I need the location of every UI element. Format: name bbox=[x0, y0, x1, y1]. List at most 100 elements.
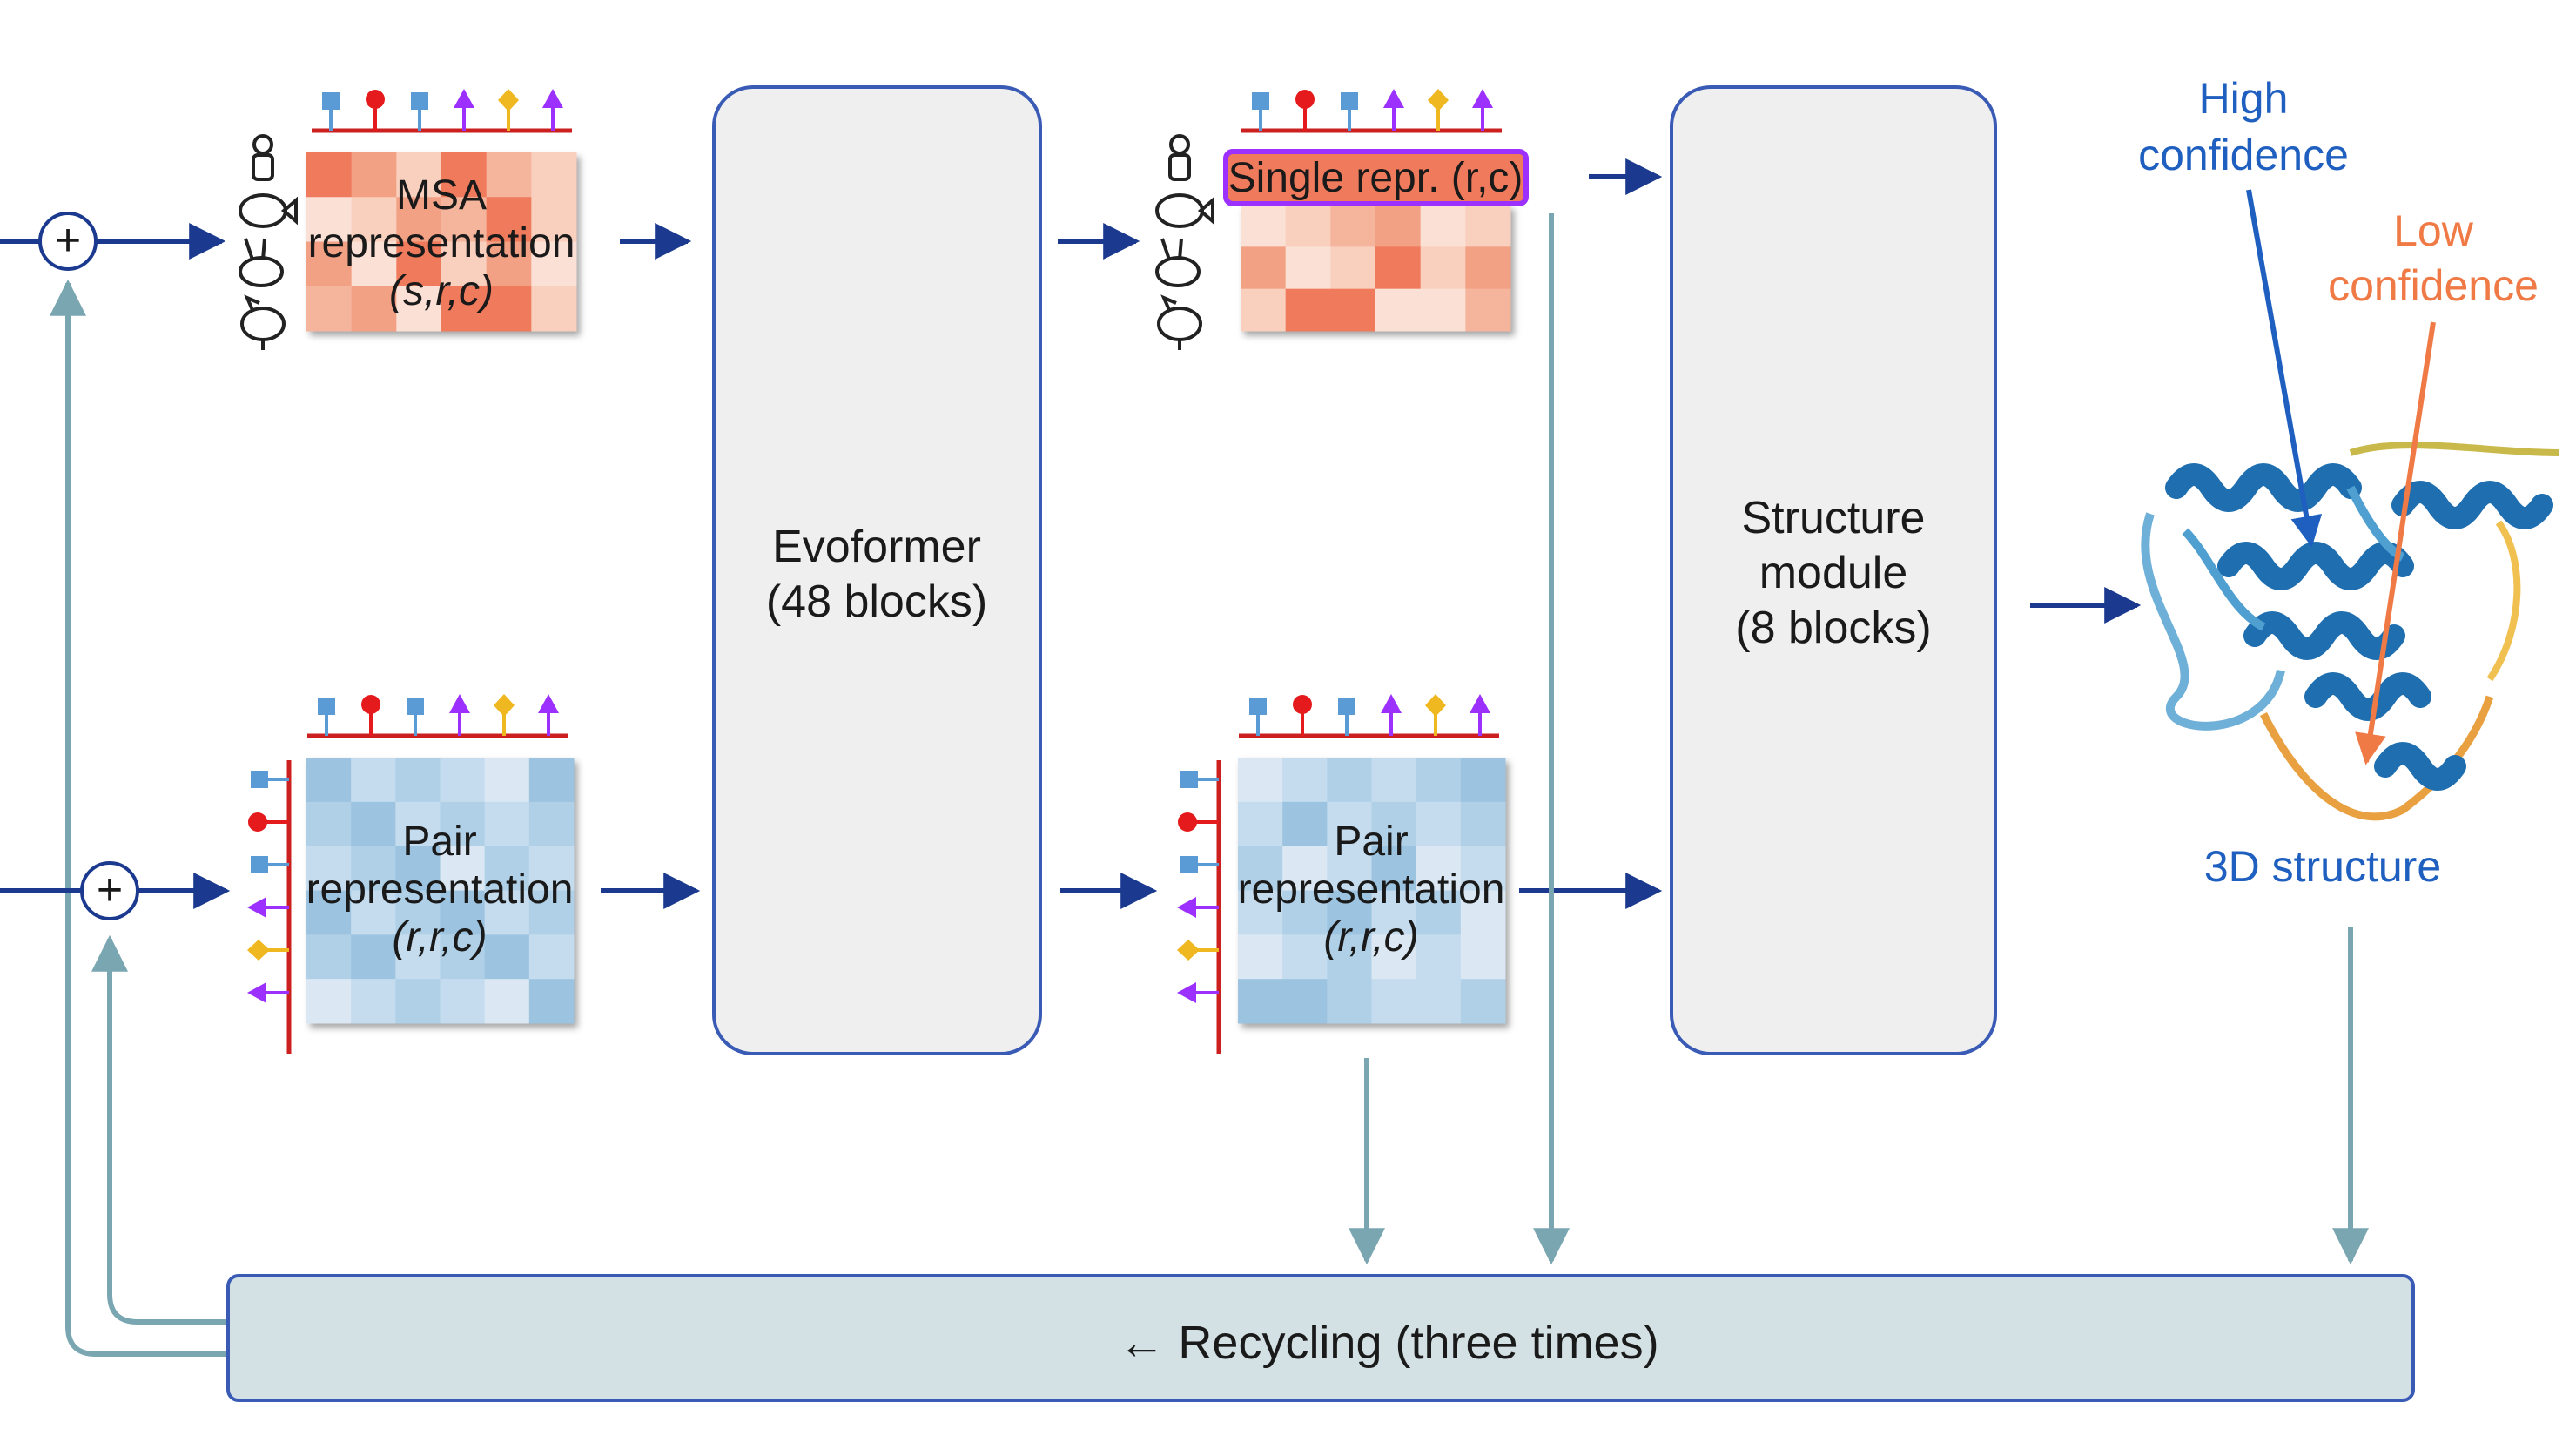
msa-label-line1: MSA bbox=[396, 172, 487, 219]
msa-adder: + bbox=[0, 212, 226, 271]
organism-icons-msa bbox=[239, 134, 298, 350]
structure-label-line3: (8 blocks) bbox=[1735, 603, 1931, 653]
single-representation-block: Single repr. (r,c) bbox=[1223, 149, 1529, 332]
residue-diamond-marker bbox=[1425, 694, 1446, 717]
heatmap-cell bbox=[1241, 246, 1287, 290]
heatmap-cell bbox=[1465, 205, 1511, 247]
heatmap-cell bbox=[528, 979, 575, 1024]
heatmap-cell bbox=[1327, 934, 1372, 980]
heatmap-cell bbox=[1460, 846, 1506, 891]
heatmap-cell bbox=[484, 846, 530, 891]
pair-in-label-line2: representation bbox=[306, 866, 574, 913]
heatmap-cell bbox=[1238, 934, 1283, 980]
heatmap-cell bbox=[528, 758, 575, 803]
residue-square-marker bbox=[322, 92, 340, 110]
heatmap-cell bbox=[1238, 801, 1283, 847]
heatmap-cell bbox=[1327, 846, 1372, 891]
heatmap-cell bbox=[1416, 934, 1462, 980]
single-label-box bbox=[1223, 149, 1529, 206]
heatmap-cell bbox=[528, 890, 575, 935]
residue-triangle-marker bbox=[1381, 694, 1402, 713]
heatmap-cell bbox=[1282, 979, 1328, 1024]
heatmap-cell bbox=[396, 286, 442, 332]
pair-adder: + bbox=[0, 861, 231, 920]
pair-representation-input-block: Pair representation (r,r,c) bbox=[306, 758, 575, 1024]
rabbit-icon bbox=[239, 238, 284, 287]
heatmap-cell bbox=[1285, 205, 1331, 247]
low-confidence-annotation: Low confidence bbox=[2328, 206, 2539, 765]
heatmap-cell bbox=[484, 890, 530, 935]
residue-diamond-marker bbox=[494, 694, 515, 717]
residue-circle-marker bbox=[1178, 812, 1197, 832]
heatmap-cell bbox=[1416, 846, 1462, 891]
heatmap-cell bbox=[1460, 801, 1506, 847]
heatmap-cell bbox=[1371, 758, 1417, 803]
heatmap-cell bbox=[1371, 846, 1417, 891]
pair-out-label-line1: Pair bbox=[1334, 819, 1408, 865]
rabbit-icon bbox=[1155, 238, 1201, 287]
residue-square-marker bbox=[411, 92, 428, 110]
heatmap-cell bbox=[1416, 758, 1462, 803]
chicken-icon bbox=[1157, 294, 1202, 350]
heatmap-cell bbox=[531, 241, 577, 287]
heatmap-cell bbox=[440, 890, 486, 935]
recycle-down-arrows bbox=[1349, 213, 2369, 1265]
heatmap-cell bbox=[395, 890, 441, 935]
residue-pins-pair-in bbox=[307, 694, 568, 738]
pair-out-label-line2: representation bbox=[1238, 866, 1505, 913]
heatmap-cell bbox=[1330, 246, 1376, 290]
residue-square-marker bbox=[251, 771, 268, 788]
heatmap-cell bbox=[351, 241, 397, 287]
heatmap-cell bbox=[528, 846, 575, 891]
residue-triangle-marker bbox=[1470, 694, 1490, 713]
heatmap-cell bbox=[1285, 288, 1331, 332]
heatmap-cell bbox=[1327, 979, 1372, 1024]
heatmap-cell bbox=[351, 286, 397, 332]
recycling-bar: ← Recycling (three times) bbox=[226, 1274, 2415, 1402]
msa-representation-block: MSA representation (s,r,c) bbox=[306, 152, 577, 332]
pair-out-label-line3: (r,r,c) bbox=[1323, 914, 1418, 961]
heatmap-cell bbox=[1282, 801, 1328, 847]
heatmap-cell bbox=[1238, 846, 1283, 891]
heatmap-cell bbox=[351, 197, 397, 242]
heatmap-cell bbox=[351, 979, 396, 1024]
heatmap-cell bbox=[1420, 246, 1466, 290]
residue-square-marker bbox=[1180, 856, 1198, 873]
heatmap-cell bbox=[1465, 288, 1511, 332]
heatmap-cell bbox=[440, 758, 486, 803]
heatmap-cell bbox=[441, 286, 488, 332]
heatmap-cell bbox=[528, 934, 575, 980]
pair-representation-output-block: Pair representation (r,r,c) bbox=[1238, 758, 1506, 1024]
heatmap-cell bbox=[1282, 758, 1328, 803]
human-icon bbox=[252, 134, 274, 181]
residue-circle-marker bbox=[1295, 90, 1315, 109]
heatmap-cell bbox=[486, 152, 532, 198]
heatmap-cell bbox=[1420, 205, 1466, 247]
heatmap-cell bbox=[395, 801, 441, 847]
heatmap-cell bbox=[396, 152, 442, 198]
low-confidence-line1: Low bbox=[2393, 206, 2474, 255]
heatmap-cell bbox=[351, 890, 396, 935]
heatmap-cell bbox=[1238, 758, 1283, 803]
heatmap-cell bbox=[1460, 890, 1506, 935]
residue-square-marker bbox=[1338, 698, 1355, 715]
heatmap-cell bbox=[306, 197, 353, 242]
pair-in-label-line3: (r,r,c) bbox=[392, 914, 487, 961]
heatmap-cell bbox=[1327, 890, 1372, 935]
heatmap-cell bbox=[440, 979, 486, 1024]
heatmap-cell bbox=[1460, 934, 1506, 980]
chicken-icon bbox=[240, 294, 286, 350]
residue-circle-marker bbox=[366, 90, 385, 109]
residue-diamond-marker bbox=[247, 940, 270, 961]
human-icon bbox=[1168, 134, 1191, 181]
heatmap-cell bbox=[395, 979, 441, 1024]
residue-diamond-marker bbox=[498, 89, 519, 111]
heatmap-cell bbox=[306, 758, 352, 803]
residue-diamond-marker bbox=[1177, 940, 1200, 961]
fish-icon bbox=[1155, 193, 1214, 228]
heatmap-cell bbox=[531, 286, 577, 332]
heatmap-cell bbox=[1327, 801, 1372, 847]
high-confidence-annotation: High confidence bbox=[2138, 74, 2349, 548]
heatmap-cell bbox=[1371, 934, 1417, 980]
